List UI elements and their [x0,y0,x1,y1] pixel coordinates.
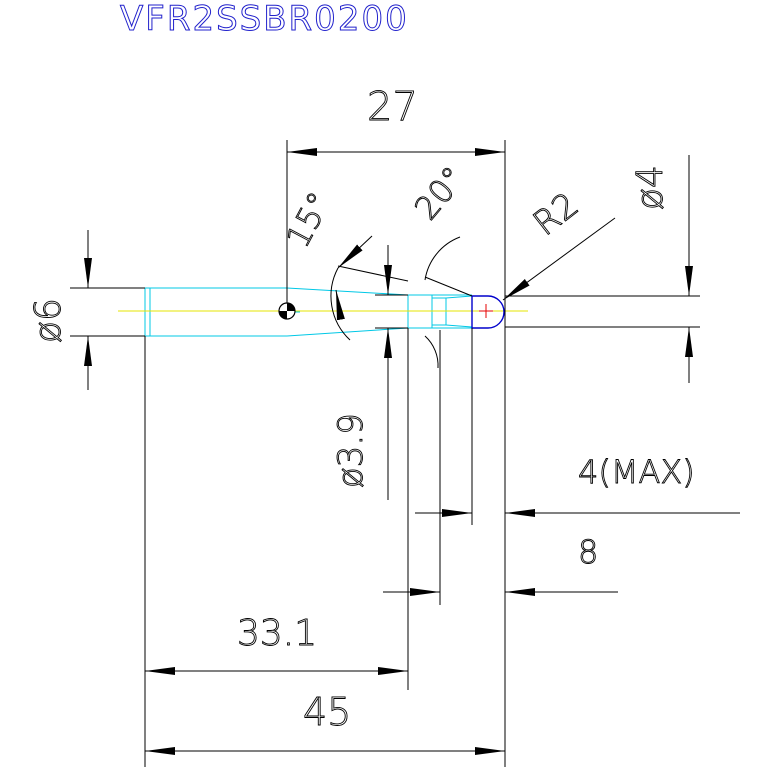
dim-radius-label: R2 [526,185,586,244]
dim-neck-diameter-label: ø3.9 [331,413,371,488]
ball-nose-tip [471,295,505,329]
dim-33-1-label: 33.1 [237,613,317,654]
dim-45-label: 45 [303,690,351,734]
dim-tip-diameter-label: ø4 [630,165,671,210]
dim-tip-angle-label: 20° [407,159,473,227]
dimension-lines [70,140,740,767]
dim-edge-length-label: 4(MAX) [578,453,695,491]
dim-8-label: 8 [578,533,598,571]
dim-neck-angle-label: 15° [279,186,339,254]
part-number-title: VFR2SSBR0200 [120,0,409,39]
tool-outline [144,287,473,337]
dim-shank-diameter-label: ø6 [28,298,69,343]
datum-symbol-icon [278,302,296,320]
dim-27-label: 27 [367,84,418,130]
